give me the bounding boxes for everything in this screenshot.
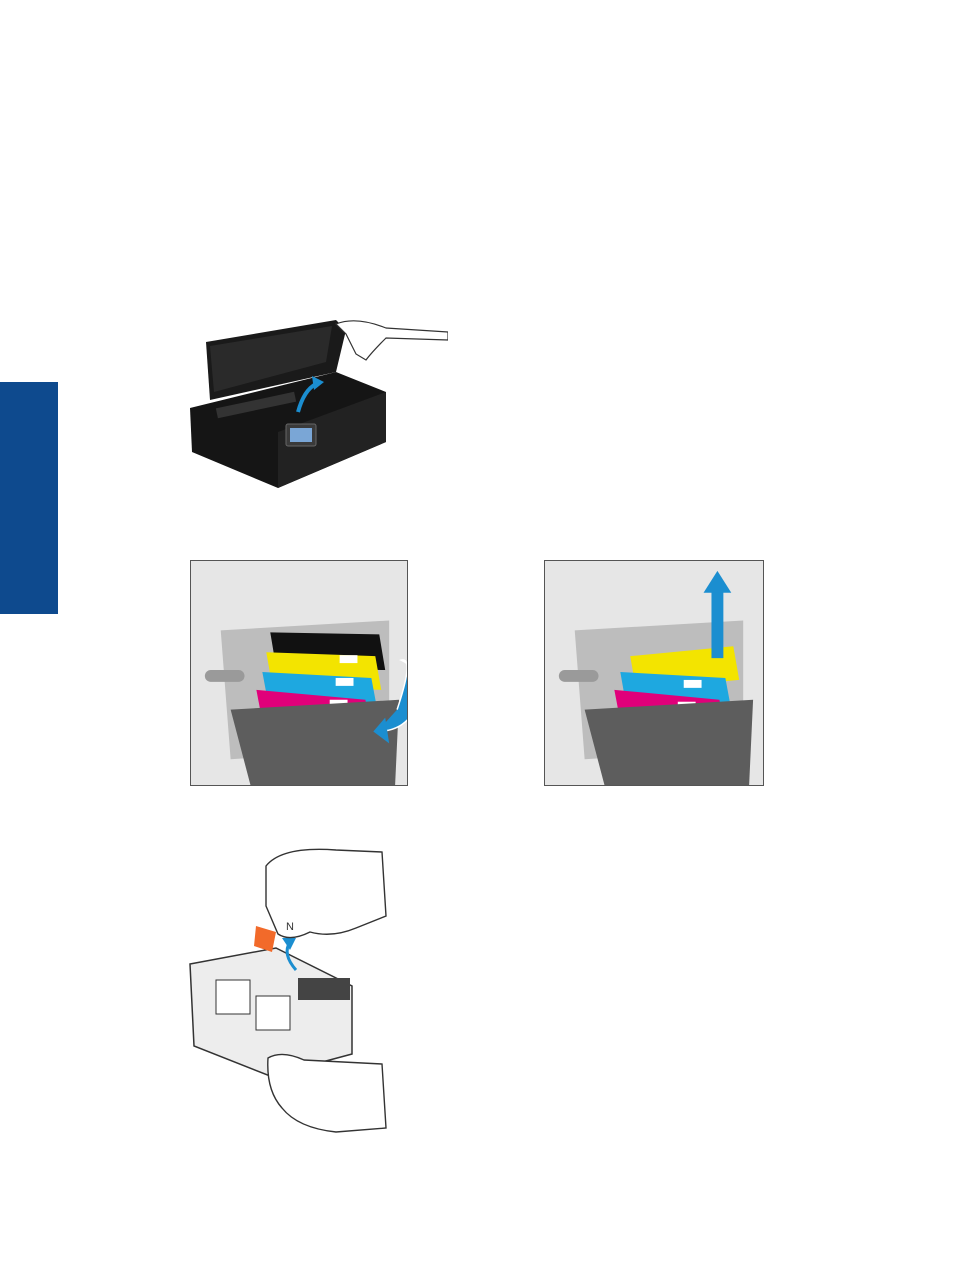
printer-open-illustration — [186, 312, 448, 490]
chapter-side-tab — [0, 382, 58, 614]
cartridge-remove-icon — [545, 561, 763, 785]
cartridge-tape-removal-illustration: N — [186, 846, 396, 1134]
printer-lid-open-icon — [186, 312, 448, 490]
cartridge-tab-label: N — [286, 921, 294, 933]
cartridge-press-tab-illustration — [190, 560, 408, 786]
cartridge-remove-illustration — [544, 560, 764, 786]
cartridge-latch-icon — [191, 561, 407, 785]
cartridge-tape-icon: N — [186, 846, 396, 1134]
